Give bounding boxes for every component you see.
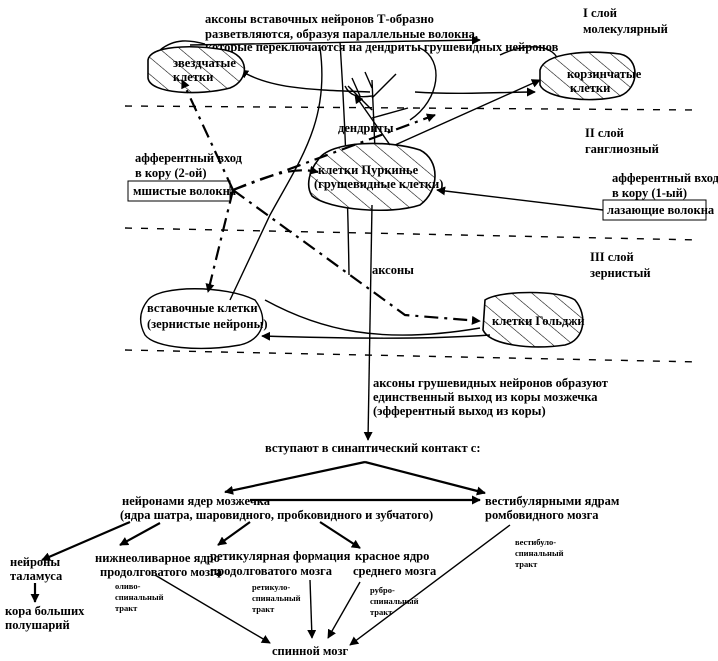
thalamus-label-2: таламуса bbox=[10, 569, 63, 583]
vestibulo-tract-label-2: спинальный bbox=[515, 548, 564, 558]
cortex-label-2: полушарий bbox=[5, 618, 70, 632]
vestibulo-tract-label-3: тракт bbox=[515, 559, 538, 569]
synaptic-contact-label: вступают в синаптический контакт с: bbox=[265, 441, 480, 455]
afferent-1-label-2: в кору (1-ый) bbox=[612, 186, 687, 200]
cerebellar-nuclei-sublabel: (ядра шатра, шаровидного, пробковидного … bbox=[120, 508, 433, 522]
purkinje-dendrites bbox=[347, 71, 409, 151]
afferent-1-label-1: афферентный вход bbox=[612, 171, 718, 185]
mossy-fiber-paths bbox=[181, 79, 481, 325]
layer-1-name: молекулярный bbox=[583, 22, 668, 36]
reticulo-tract-label-3: тракт bbox=[252, 604, 275, 614]
cerebellar-nuclei-label: нейронами ядер мозжечка bbox=[122, 494, 271, 508]
granule-axon-ascending bbox=[229, 47, 323, 301]
efferent-label-1: аксоны грушевидных нейронов образуют bbox=[373, 376, 608, 390]
rubro-tract-label-3: тракт bbox=[370, 607, 393, 617]
purkinje-cell-label-2: (грушевидные клетки) bbox=[314, 177, 443, 191]
olive-nucleus-label-1: нижнеоливарное ядро bbox=[95, 551, 220, 565]
purkinje-axon-arrow bbox=[363, 204, 373, 441]
reticular-formation-label-1: ретикулярная формация bbox=[210, 549, 351, 563]
olivo-tract-label-3: тракт bbox=[115, 603, 138, 613]
olivo-tract-label-2: спинальный bbox=[115, 592, 164, 602]
basket-cell-label-2: клетки bbox=[570, 81, 610, 95]
reticulo-tract-label-1: ретикуло- bbox=[252, 582, 290, 592]
purkinje-cell bbox=[307, 142, 436, 212]
rubro-tract-label-1: рубро- bbox=[370, 585, 395, 595]
olive-nucleus-label-2: продолговатого мозга bbox=[100, 565, 223, 579]
mossy-fibers-box bbox=[127, 180, 231, 202]
layer-2-title: II слой bbox=[585, 126, 624, 140]
vestibular-nuclei-label-1: вестибулярными ядрам bbox=[485, 494, 620, 508]
axon-note-line-1: аксоны вставочных нейронов Т-образно bbox=[205, 12, 434, 26]
axon-note-line-2: разветвляются, образуя параллельные воло… bbox=[205, 27, 478, 41]
basket-cell bbox=[539, 51, 636, 101]
reticular-formation-label-2: продолговатого мозга bbox=[210, 564, 333, 578]
efferent-label-3: (эфферентный выход из коры) bbox=[373, 404, 546, 418]
golgi-to-granule-arrow bbox=[261, 331, 491, 341]
efferent-label-2: единственный выход из коры мозжечка bbox=[373, 390, 598, 404]
afferent-2-label-2: в кору (2-ой) bbox=[135, 166, 207, 180]
reticulo-tract-label-2: спинальный bbox=[252, 593, 301, 603]
stellate-cell-label-2: клетки bbox=[173, 70, 213, 84]
vestibular-nuclei-label-2: ромбовидного мозга bbox=[485, 508, 599, 522]
layer-1-title: I слой bbox=[583, 6, 617, 20]
olivo-tract-label-1: оливо- bbox=[115, 581, 141, 591]
golgi-cell bbox=[482, 291, 584, 348]
stellate-cell bbox=[147, 46, 246, 94]
granule-cell-label-2: (зернистые нейроны) bbox=[147, 317, 268, 331]
cortex-label-1: кора больших bbox=[5, 604, 85, 618]
climbing-fibers-label: лазающие волокна bbox=[607, 203, 715, 217]
granule-cell-label-1: вставочные клетки bbox=[147, 301, 258, 315]
basket-cell-label-1: корзинчатые bbox=[567, 67, 642, 81]
stellate-cell-label-1: звездчатые bbox=[173, 56, 236, 70]
rubro-tract-label-2: спинальный bbox=[370, 596, 419, 606]
layer-3-name: зернистый bbox=[590, 266, 651, 280]
mossy-fibers-label: мшистые волокна bbox=[133, 184, 237, 198]
purkinje-cell-label-1: клетки Пуркинье bbox=[318, 163, 419, 177]
afferent-2-label-1: афферентный вход bbox=[135, 151, 243, 165]
spinal-cord-label: спинной мозг bbox=[272, 644, 349, 658]
layer-2-name: ганглиозный bbox=[585, 142, 659, 156]
vestibulo-tract-label-1: вестибуло- bbox=[515, 537, 556, 547]
separator-ganglionic-granular bbox=[124, 227, 701, 241]
golgi-cell-label: клетки Гольджи bbox=[492, 314, 585, 328]
thalamus-label-1: нейроны bbox=[10, 555, 60, 569]
climbing-fiber-arrow bbox=[436, 186, 604, 211]
red-nucleus-label-1: красное ядро bbox=[355, 549, 429, 563]
dendrites-label: дендриты bbox=[338, 121, 394, 135]
separator-molecular-ganglionic bbox=[124, 105, 701, 111]
red-nucleus-label-2: среднего мозга bbox=[353, 564, 437, 578]
axons-label: аксоны bbox=[372, 263, 414, 277]
layer-3-title: III слой bbox=[590, 250, 634, 264]
separator-granular-bottom bbox=[124, 349, 701, 363]
